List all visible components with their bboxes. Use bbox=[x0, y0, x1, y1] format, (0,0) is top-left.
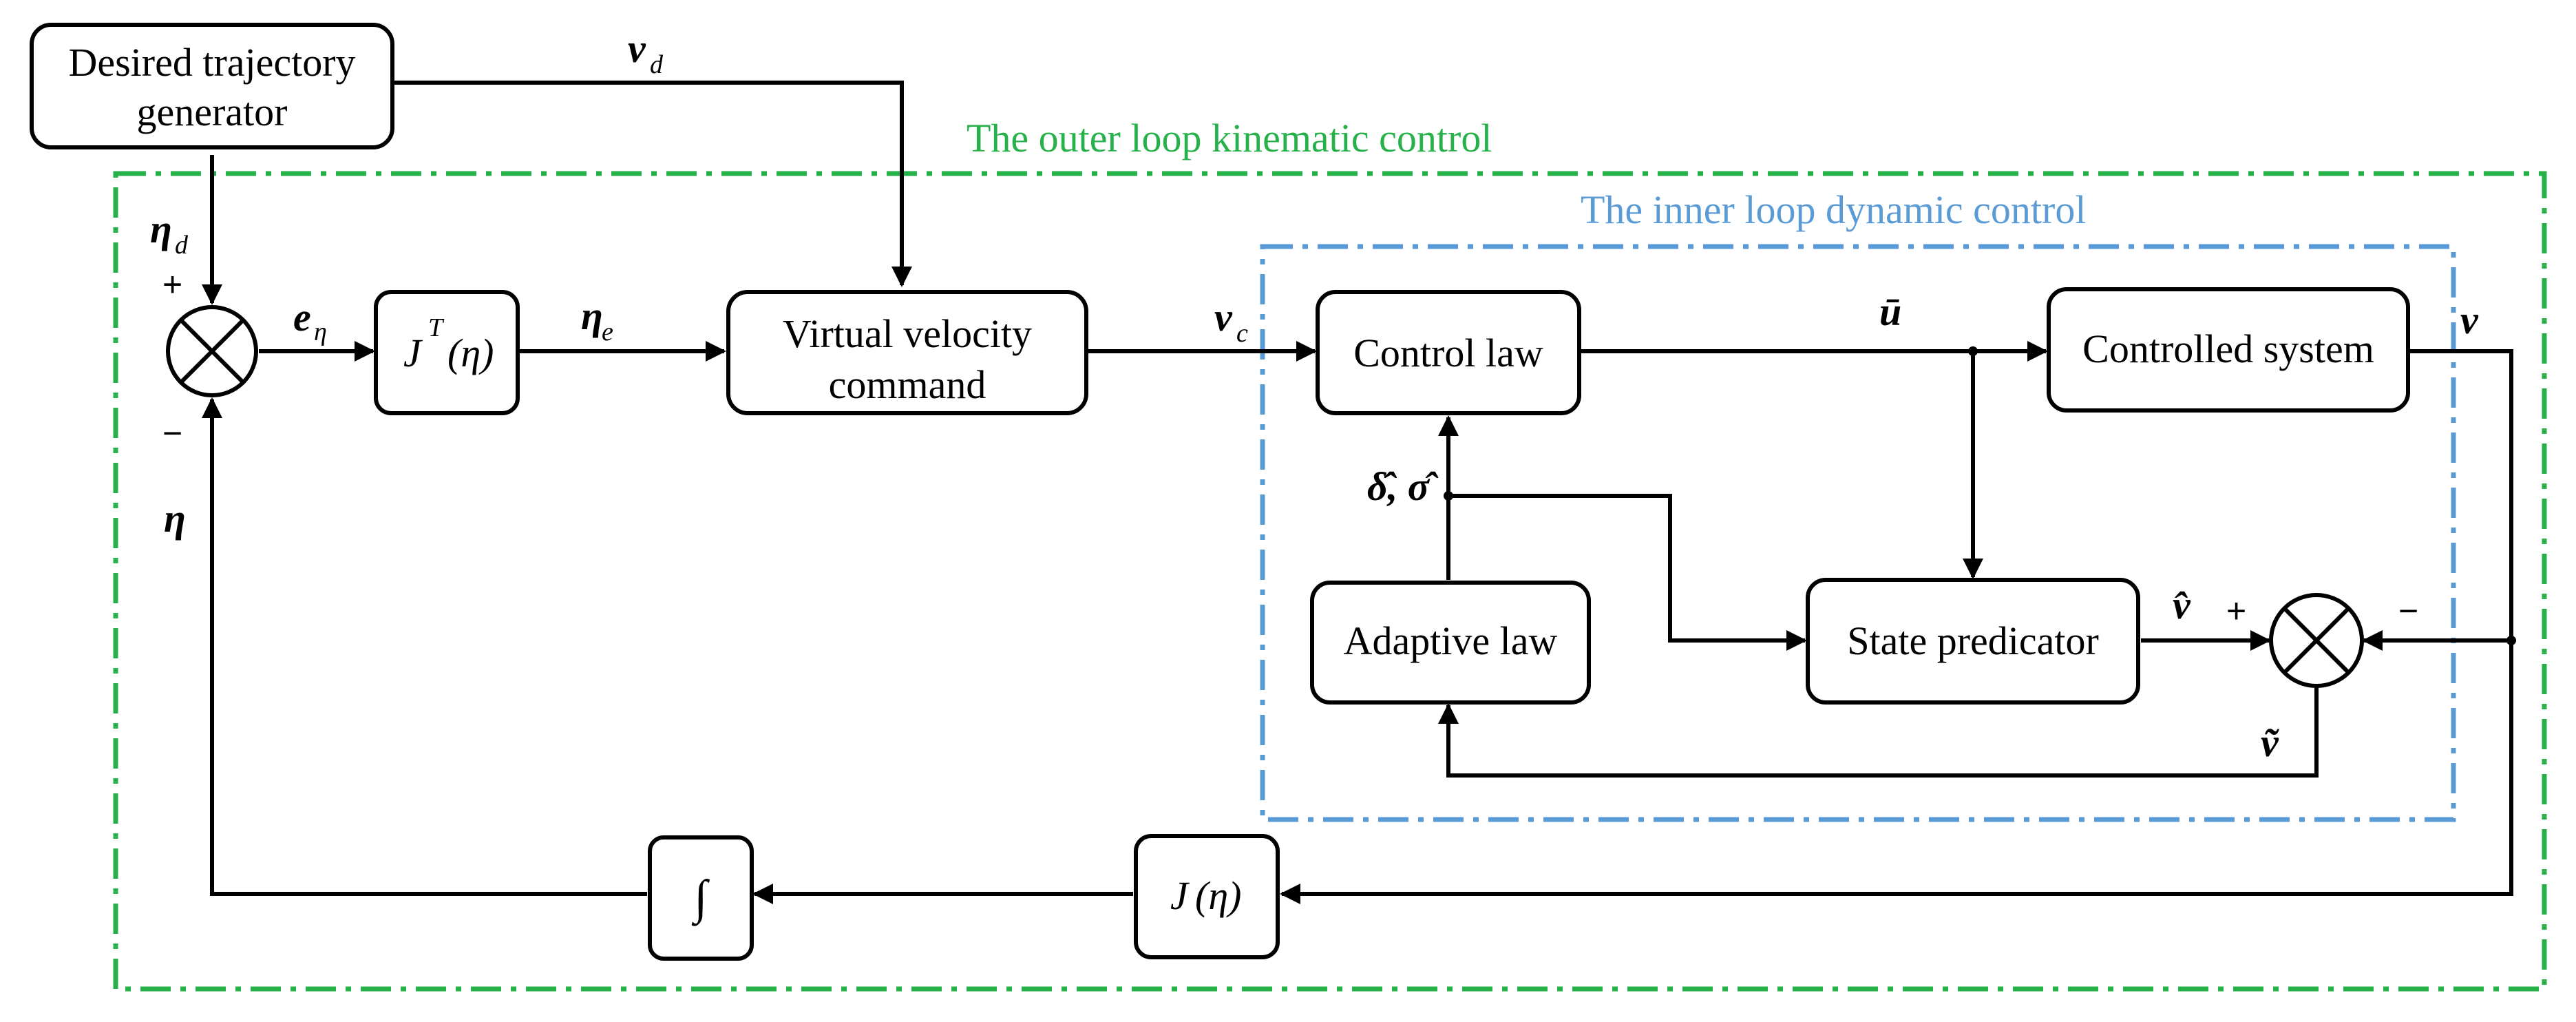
line-vd bbox=[392, 81, 912, 287]
svg-text:e: e bbox=[293, 295, 311, 340]
signal-label-eta: η bbox=[164, 496, 186, 541]
svg-text:d: d bbox=[650, 50, 664, 79]
controlled-system-block: Controlled system bbox=[2047, 287, 2410, 413]
summing-junction-2 bbox=[2269, 593, 2364, 688]
signal-label-e-eta: e η bbox=[293, 295, 327, 346]
signal-label-vd: v d bbox=[628, 26, 664, 79]
signal-label-u-bar: ū bbox=[1879, 289, 1901, 334]
trajectory-generator-line1: Desired trajectory bbox=[68, 40, 355, 85]
inner-loop-title: The inner loop dynamic control bbox=[1581, 187, 2086, 232]
jt-arg: (η) bbox=[447, 331, 494, 375]
line-v-output bbox=[1280, 349, 2513, 904]
svg-text:v: v bbox=[1214, 295, 1233, 340]
svg-text:d: d bbox=[175, 231, 189, 260]
signal-label-v-tilde: ṽ bbox=[2261, 720, 2279, 765]
svg-text:η: η bbox=[581, 293, 603, 338]
j-base: J bbox=[1170, 873, 1190, 918]
jacobian-block: J (η) bbox=[1134, 834, 1280, 959]
junction-dot-adaptive bbox=[1444, 491, 1453, 501]
state-predicator-label: State predicator bbox=[1847, 618, 2099, 663]
adaptive-law-label: Adaptive law bbox=[1344, 618, 1558, 663]
trajectory-generator-block: Desired trajectory generator bbox=[30, 23, 394, 149]
control-law-label: Control law bbox=[1353, 331, 1543, 375]
junction-dot-u bbox=[1968, 346, 1978, 356]
signal-label-eta-d: η d bbox=[150, 207, 189, 260]
svg-text:η: η bbox=[314, 317, 327, 346]
adaptive-law-block: Adaptive law bbox=[1310, 581, 1591, 705]
sum2-minus-sign: − bbox=[2398, 592, 2418, 630]
state-predicator-block: State predicator bbox=[1806, 578, 2140, 705]
signal-label-delta-sigma-hat: δ̂, σ̂ bbox=[1367, 464, 1439, 509]
svg-text:η: η bbox=[150, 207, 172, 251]
sum1-plus-sign: + bbox=[162, 265, 182, 304]
line-adaptive-to-predicator bbox=[1448, 494, 1807, 651]
signal-label-v-hat: v̂ bbox=[2173, 583, 2191, 627]
svg-text:v: v bbox=[628, 26, 646, 71]
integrator-block: ∫ bbox=[648, 835, 754, 961]
virtual-velocity-block: Virtual velocity command bbox=[726, 290, 1088, 415]
virtual-velocity-line2: command bbox=[829, 362, 986, 407]
control-law-block: Control law bbox=[1316, 290, 1581, 415]
j-arg: (η) bbox=[1195, 873, 1241, 918]
signal-lines bbox=[202, 81, 2516, 904]
signal-label-v-c: v c bbox=[1214, 295, 1248, 348]
line-eta-feedback bbox=[202, 397, 647, 896]
sum1-minus-sign: − bbox=[162, 414, 182, 452]
summing-junction-1 bbox=[166, 305, 258, 397]
jt-sup: T bbox=[428, 313, 445, 342]
sum2-plus-sign: + bbox=[2226, 592, 2246, 630]
outer-loop-boundary bbox=[113, 171, 2547, 992]
svg-text:e: e bbox=[602, 317, 613, 346]
signal-label-v: v bbox=[2460, 298, 2479, 342]
jacobian-transpose-block: J T (η) bbox=[374, 290, 520, 415]
trajectory-generator-line2: generator bbox=[137, 90, 288, 134]
inner-loop-boundary bbox=[1260, 244, 2456, 822]
virtual-velocity-line1: Virtual velocity bbox=[783, 311, 1032, 356]
outer-loop-title: The outer loop kinematic control bbox=[967, 116, 1492, 160]
jt-base: J bbox=[403, 331, 423, 375]
signal-label-eta-e: η e bbox=[581, 293, 613, 346]
line-v-tilde bbox=[1438, 687, 2319, 778]
controlled-system-label: Controlled system bbox=[2082, 326, 2374, 371]
integrator-icon: ∫ bbox=[691, 871, 710, 926]
svg-text:c: c bbox=[1236, 319, 1248, 348]
junction-dot-v bbox=[2506, 636, 2516, 645]
